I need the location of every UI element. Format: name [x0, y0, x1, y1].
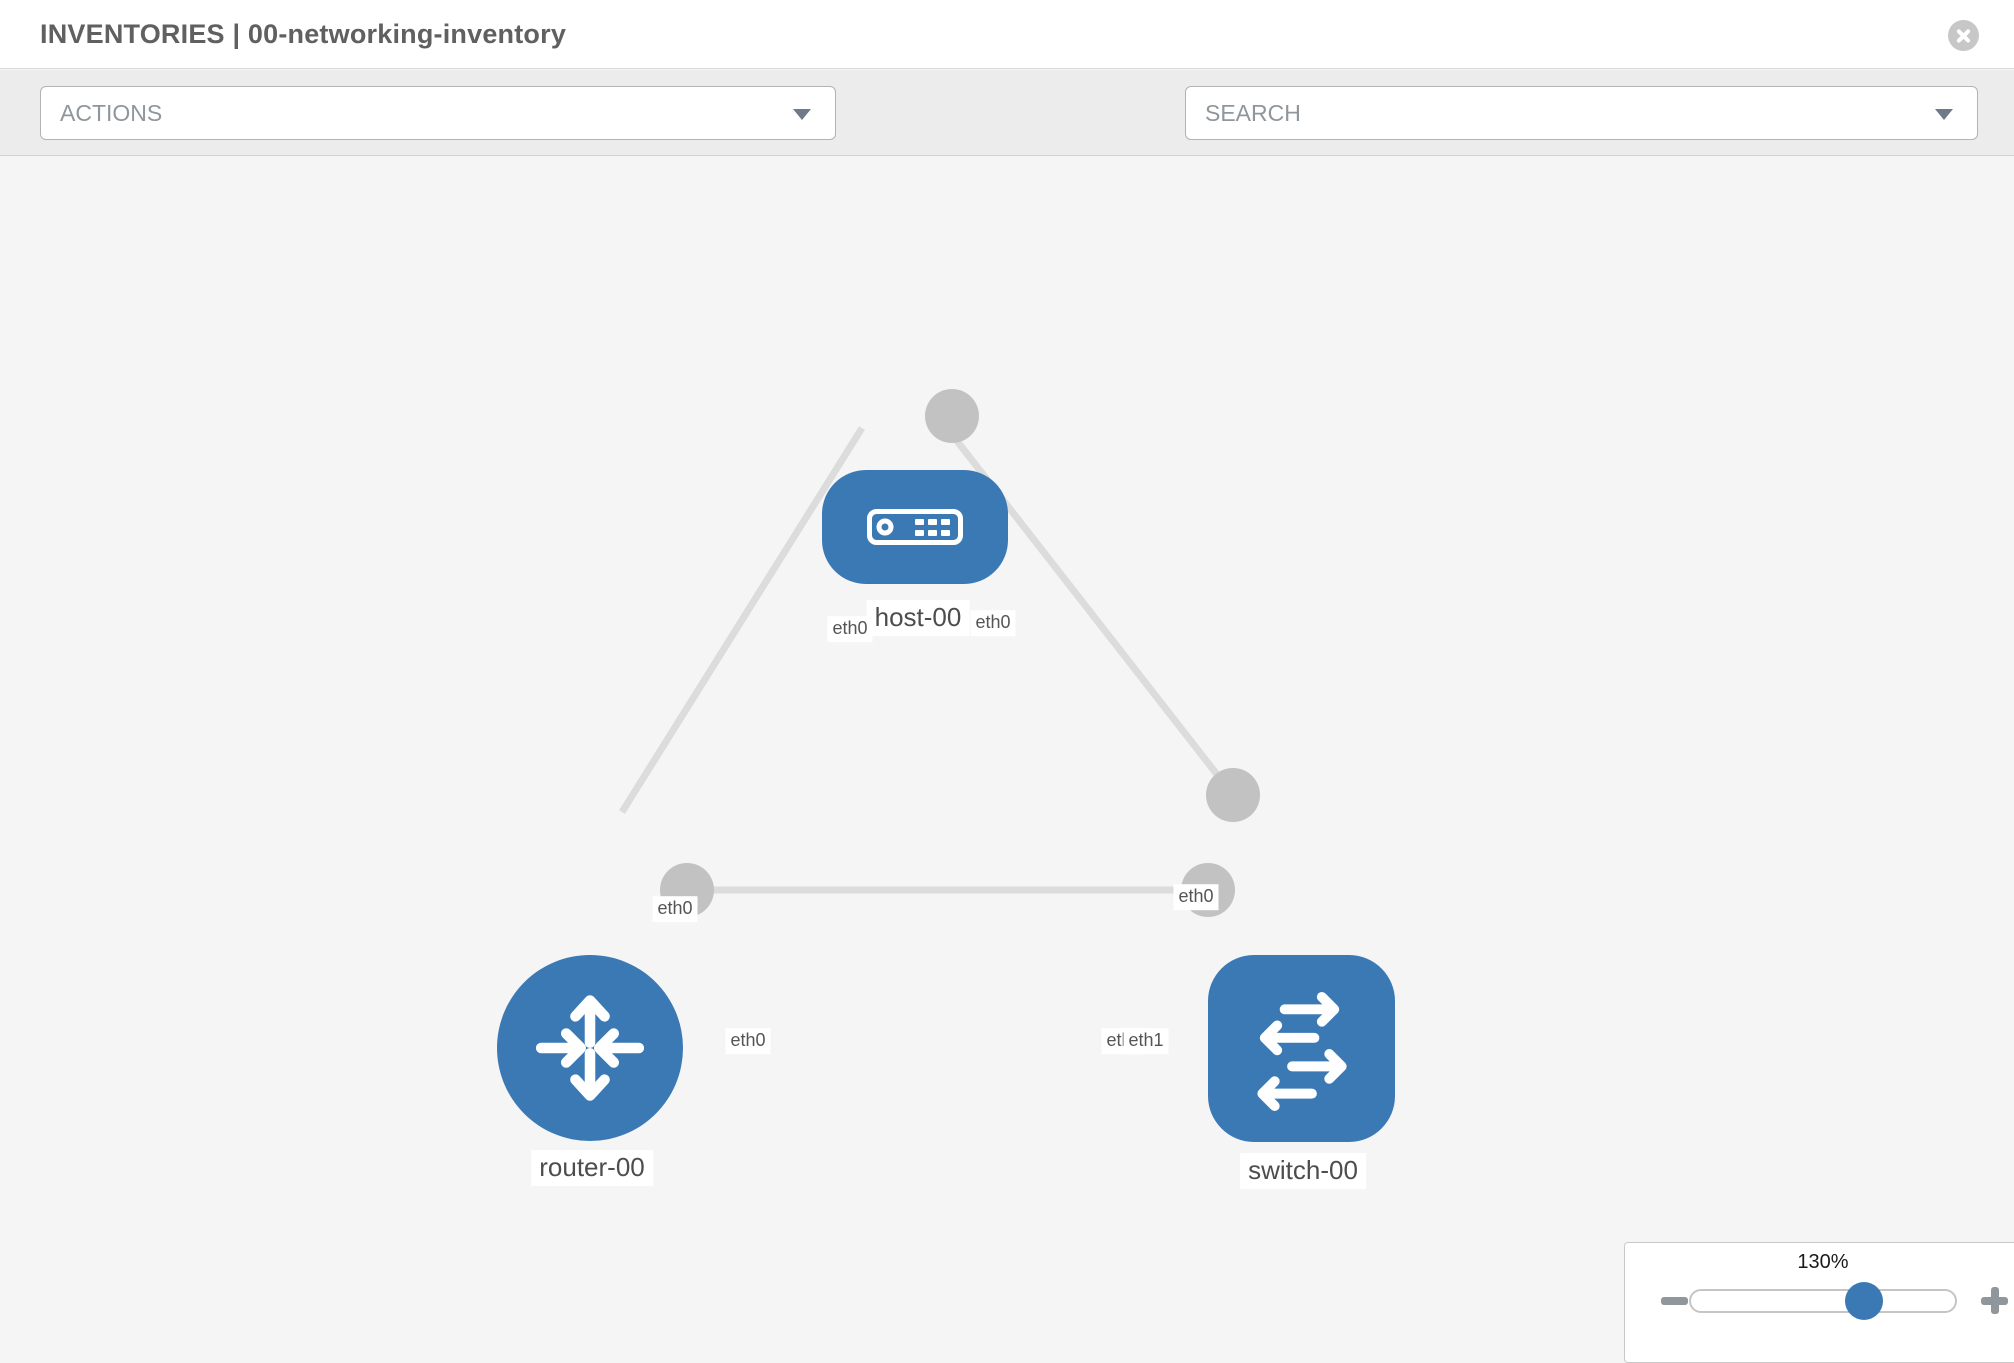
actions-dropdown[interactable]: ACTIONS [40, 86, 836, 140]
actions-dropdown-label: ACTIONS [60, 100, 163, 126]
page-title: INVENTORIES | 00-networking-inventory [40, 19, 567, 49]
zoom-out-button[interactable] [1661, 1297, 1688, 1305]
interface-stub-host [925, 389, 979, 443]
link-host-router[interactable] [619, 426, 865, 814]
interface-label: eth1 [1123, 1028, 1169, 1054]
interface-label: eth0 [725, 1028, 771, 1054]
zoom-slider-thumb[interactable] [1845, 1282, 1883, 1320]
node-label-switch: switch-00 [1240, 1153, 1366, 1189]
host-icon [867, 509, 963, 545]
node-label-router: router-00 [531, 1150, 653, 1186]
zoom-level-label: 130% [1797, 1251, 1849, 1273]
close-button[interactable] [1948, 20, 1979, 51]
switch-icon [1257, 991, 1347, 1111]
topology-canvas[interactable]: host-00 router-00 switch-00 eth0 eth0 et… [0, 157, 2014, 1363]
interface-label: eth0 [827, 616, 873, 642]
toolbar: ACTIONS SEARCH [0, 70, 2014, 200]
zoom-in-button[interactable] [1981, 1287, 2008, 1314]
node-switch-00[interactable] [1208, 955, 1395, 1142]
interface-label: eth0 [970, 610, 1016, 636]
router-icon [535, 995, 645, 1101]
search-placeholder: SEARCH [1205, 100, 1301, 126]
interface-label: eth0 [652, 896, 698, 922]
node-host-00[interactable] [822, 470, 1008, 584]
window-titlebar: INVENTORIES | 00-networking-inventory [0, 0, 2014, 69]
zoom-slider-track[interactable] [1689, 1289, 1957, 1313]
interface-stub-switch-top [1206, 768, 1260, 822]
chevron-down-icon [793, 109, 811, 120]
node-label-host: host-00 [866, 600, 970, 636]
search-dropdown[interactable]: SEARCH [1185, 86, 1978, 140]
interface-label: eth0 [1173, 884, 1219, 910]
chevron-down-icon [1935, 109, 1953, 120]
topology-links-layer [619, 389, 1260, 917]
plus-icon [1990, 1287, 1999, 1314]
node-router-00[interactable] [497, 955, 683, 1141]
zoom-panel: 130% [1624, 1242, 2014, 1363]
